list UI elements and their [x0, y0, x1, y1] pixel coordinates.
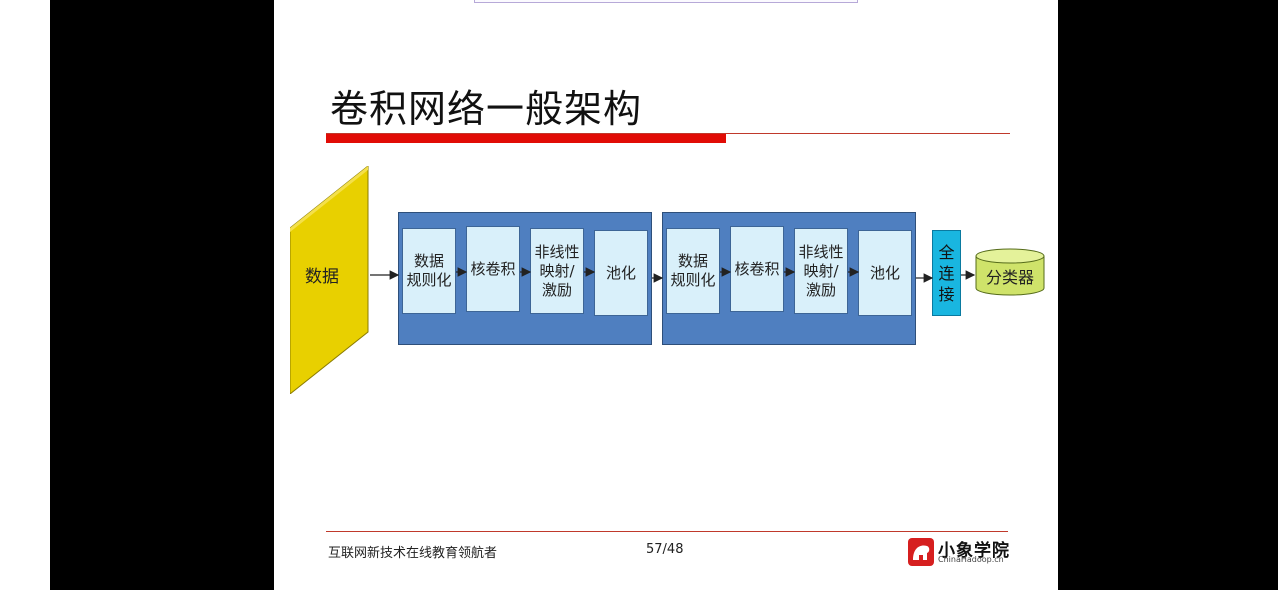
footer-line [326, 531, 1008, 532]
slide-title: 卷积网络一般架构 [330, 87, 643, 131]
brand-logo: 小象学院 ChinaHadoop.cn [908, 536, 1012, 568]
top-strip [474, 0, 858, 3]
title-underline-thin [326, 133, 1010, 134]
fully-connected-box: 全 连 接 [932, 230, 961, 316]
logo-subtext: ChinaHadoop.cn [938, 555, 1004, 564]
data-block [290, 166, 369, 394]
left-black-bar [50, 0, 274, 590]
classifier-cylinder [975, 248, 1045, 296]
group2-normalize-cell: 数据 规则化 [666, 228, 720, 314]
classifier-label: 分类器 [985, 268, 1034, 287]
right-black-bar [1058, 0, 1278, 590]
data-block-label: 数据 [305, 267, 339, 287]
slide: 卷积网络一般架构 数据 数据 规则化 核卷积 非线性 映射/ 激励 池化 数据 … [274, 0, 1058, 590]
title-underline-thick [326, 134, 726, 143]
group1-conv-cell: 核卷积 [466, 226, 520, 312]
page-number: 57/48 [646, 542, 684, 557]
group1-activation-cell: 非线性 映射/ 激励 [530, 228, 584, 314]
left-margin [0, 0, 50, 590]
group2-pool-cell: 池化 [858, 230, 912, 316]
group1-pool-cell: 池化 [594, 230, 648, 316]
group2-conv-cell: 核卷积 [730, 226, 784, 312]
elephant-logo-icon [908, 538, 934, 566]
group2-activation-cell: 非线性 映射/ 激励 [794, 228, 848, 314]
group1-normalize-cell: 数据 规则化 [402, 228, 456, 314]
logo-text: 小象学院 [938, 541, 1010, 561]
footer-slogan: 互联网新技术在线教育领航者 [328, 546, 498, 561]
